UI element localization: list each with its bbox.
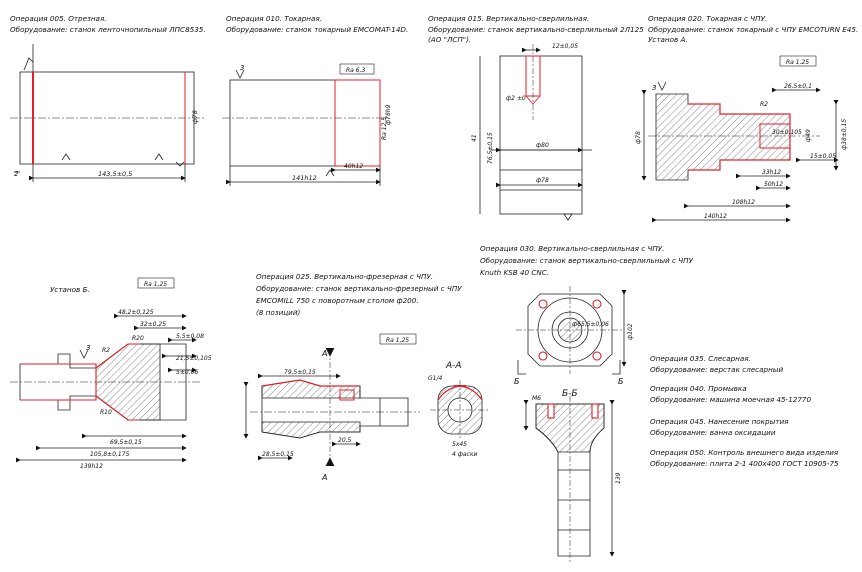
op035-title: Операция 035. Слесарная.	[650, 354, 751, 363]
op050-equipment: Оборудование: плита 2-1 400x400 ГОСТ 109…	[650, 459, 839, 468]
dim-d23: 21,5±0,105	[176, 355, 212, 362]
dim-d29: 28,5±0,15	[262, 451, 294, 458]
dim-d4-b: ф78	[536, 177, 549, 184]
dim-d22: 5,5±0,08	[176, 333, 204, 340]
dim-d18: ф49	[805, 129, 812, 142]
section-aa-label: А-А	[445, 361, 462, 371]
op030-equipment2: Knuth KSB 40 CNC.	[480, 268, 550, 277]
dim-d27: 139h12	[80, 463, 103, 470]
label-a-top: А	[321, 349, 327, 358]
op030-title: Операция 030. Вертикально-сверлильная с …	[480, 244, 665, 253]
dim-d30: 20,5	[338, 437, 352, 444]
dim-d1: 143,5±0,5	[98, 170, 132, 178]
label-b-left: Б	[514, 377, 520, 386]
op045-equipment: Оборудование: ванна оксидации	[650, 428, 776, 437]
dim-d13: 30±0,105	[772, 129, 802, 136]
label-r20: R20	[132, 335, 144, 342]
dim-d11: 26,5±0,1	[784, 83, 812, 90]
dim-d21: 32±0,25	[140, 321, 166, 328]
op045-title: Операция 045. Нанесение покрытия	[650, 417, 789, 426]
dim-d33: M6	[532, 395, 541, 402]
roughness-box-op020	[779, 55, 817, 67]
dim-d3: 41	[471, 134, 478, 142]
roughness-box-setupb	[137, 277, 175, 289]
dim-d34: 139	[615, 472, 622, 484]
label-r10: R10	[100, 409, 112, 416]
dim-d26: 105,8±0,175	[90, 451, 130, 458]
op025-title: Операция 025. Вертикально-фрезерная с ЧП…	[256, 272, 434, 281]
dim-d19: ф38±0,15	[841, 119, 848, 150]
label-three-setupb: 3	[86, 344, 90, 352]
op015-equipment: Оборудование: станок вертикально-сверлил…	[428, 25, 644, 34]
dim-d10: 76,5±0,15	[487, 132, 494, 164]
op015-title: Операция 015. Вертикально-сверлильная.	[428, 14, 590, 23]
op005-equipment: Оборудование: станок ленточнопильный ЛПС…	[10, 25, 206, 34]
dim-d4-c: ф78	[635, 131, 642, 144]
dim-d4: ф78	[191, 110, 199, 124]
setupb-sketch	[10, 313, 200, 463]
op025-equipment: Оборудование: станок вертикально-фрезерн…	[256, 284, 462, 293]
dim-d6: 12±0,05	[552, 43, 578, 50]
roughness-r3: Ra 12,5	[381, 117, 388, 140]
dim-d35: 5x45	[452, 441, 467, 448]
label-r2-setupb: R2	[102, 347, 110, 354]
label-two: 2	[14, 170, 19, 178]
op025-note: (8 позиций)	[256, 308, 301, 317]
dim-d2: 141h12	[292, 174, 317, 182]
label-three-op020: 3	[652, 84, 656, 92]
dim-d7: ф2 ±0	[506, 95, 526, 102]
dim-d8: ф78h9	[385, 104, 392, 125]
op010-sketch	[222, 69, 390, 186]
section-bb-sketch	[523, 396, 615, 564]
dim-d28: 79,5±0,15	[284, 369, 316, 376]
section-aa-sketch	[430, 380, 490, 440]
op020-sketch	[641, 81, 839, 223]
roughness-box-op025	[379, 333, 417, 345]
dim-d32: ф102	[627, 323, 634, 340]
op020-setup: Установ А.	[648, 35, 688, 44]
dim-d24: 5±0,06	[176, 369, 198, 376]
dim-d17: 33h12	[762, 169, 781, 176]
dim-d16: 50h12	[764, 181, 783, 188]
op015-sketch	[479, 44, 592, 221]
roughness-op010: Ra 6,3	[346, 67, 365, 74]
roughness-op020: Ra 1,25	[786, 59, 809, 66]
op040-equipment: Оборудование: машина моечная 45-12770	[650, 395, 812, 404]
roughness-op025: Ra 1,25	[386, 337, 409, 344]
op010-title: Операция 010. Токарная.	[226, 14, 323, 23]
op010-equipment: Оборудование: станок токарный EMCOMAT-14…	[226, 25, 409, 34]
dim-d14: 140h12	[704, 213, 727, 220]
op020-title: Операция 020. Токарная с ЧПУ.	[648, 14, 768, 23]
op005-sketch	[10, 44, 206, 182]
dim-d31: ф65,5±0,06	[572, 321, 609, 328]
op035-equipment: Оборудование: верстак слесарный	[650, 365, 784, 374]
dim-d5: ф80	[536, 142, 549, 149]
label-r2-op020: R2	[760, 101, 768, 108]
roughness-setupb: Ra 1,25	[144, 281, 167, 288]
op005-title: Операция 005. Отрезная.	[10, 14, 107, 23]
op030-sketch	[516, 286, 627, 375]
dim-d25: 69,5±0,15	[110, 439, 142, 446]
dim-d15: 108h12	[732, 199, 755, 206]
op040-title: Операция 040. Промывка	[650, 384, 747, 393]
op050-title: Операция 050. Контроль внешнего вида изд…	[650, 448, 839, 457]
op025-equipment2: EMCOMILL 750 с поворотным столом ф200.	[256, 296, 419, 305]
roughness-box-op010	[339, 63, 375, 75]
setupb-title: Установ Б.	[50, 285, 90, 294]
label-three-op010: 3	[240, 64, 244, 72]
dim-d9: 40h12	[344, 163, 363, 170]
label-a-bottom: А	[321, 473, 327, 482]
op025-sketch	[243, 347, 420, 467]
op020-equipment: Оборудование: станок токарный с ЧПУ EMCO…	[648, 25, 859, 34]
dim-d20: 48,2±0,125	[118, 309, 154, 316]
dim-d12: 15±0,05	[810, 153, 836, 160]
op015-equipment2: (АО "ЛСП").	[428, 35, 472, 44]
section-bb-label: Б-Б	[562, 389, 578, 399]
label-b-right: Б	[618, 377, 624, 386]
op030-equipment: Оборудование: станок вертикально-сверлил…	[480, 256, 693, 265]
dim-d37: G1/4	[428, 375, 442, 382]
dim-d36: 4 фаски	[452, 451, 477, 458]
